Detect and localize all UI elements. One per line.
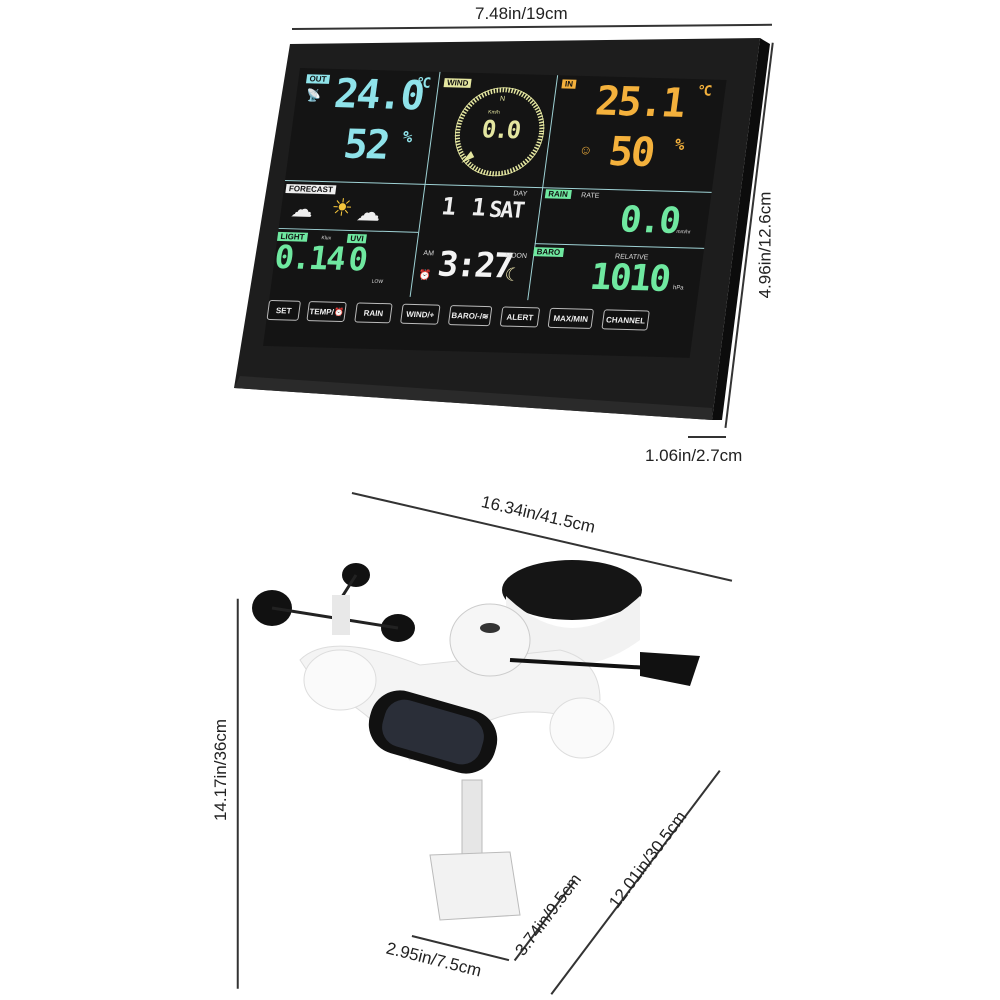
display-width-label: 7.48in/19cm (475, 4, 568, 23)
display-depth-label: 1.06in/2.7cm (645, 446, 743, 465)
solar-panel-icon (368, 690, 498, 774)
wind-compass-icon (454, 87, 545, 177)
anemometer-cups-icon (252, 563, 415, 642)
rain-gauge-funnel-icon (502, 560, 642, 665)
mounting-pole (429, 779, 521, 921)
lcd-screen: OUT 📡 24.0 °C 52 % WIND N Km/h 0.0 IN 25… (263, 68, 727, 358)
sensor-body (299, 603, 615, 761)
depth-dimension-line (688, 436, 726, 438)
wind-vane-icon (509, 652, 700, 686)
